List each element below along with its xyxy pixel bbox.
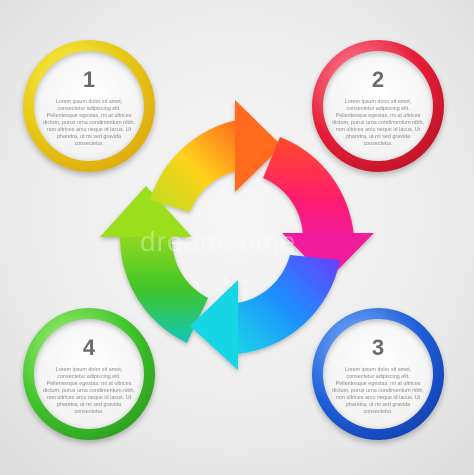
- step-4-panel: 4 Lorem ipsum dolor sit amet, consectetu…: [34, 319, 144, 429]
- arrow-red: [263, 137, 354, 237]
- arrow-blue-head: [190, 280, 238, 370]
- step-3-number: 3: [371, 335, 385, 360]
- step-2-badge: 2 Lorem ipsum dolor sit amet, consectetu…: [312, 40, 444, 172]
- step-1-panel: 1 Lorem ipsum dolor sit amet, consectetu…: [34, 51, 144, 161]
- arrow-green: [119, 237, 208, 343]
- arrow-yellow: [150, 120, 237, 212]
- step-4-text: Lorem ipsum dolor sit amet, consectetur …: [43, 367, 135, 415]
- step-1-text: Lorem ipsum dolor sit amet, consectetur …: [43, 99, 135, 147]
- arrow-yellow-head: [235, 100, 282, 192]
- watermark: dreamstime: [140, 226, 297, 257]
- step-4-number: 4: [82, 335, 96, 360]
- arrow-red-head: [282, 233, 374, 280]
- step-2-panel: 2 Lorem ipsum dolor sit amet, consectetu…: [323, 51, 433, 161]
- step-3-panel: 3 Lorem ipsum dolor sit amet, consectetu…: [323, 319, 433, 429]
- step-2-text: Lorem ipsum dolor sit amet, consectetur …: [332, 99, 424, 147]
- step-2-number: 2: [371, 67, 385, 92]
- step-1-badge: 1 Lorem ipsum dolor sit amet, consectetu…: [23, 40, 155, 172]
- arrow-blue: [237, 255, 340, 354]
- arrow-green-head: [100, 186, 192, 237]
- step-3-badge: 3 Lorem ipsum dolor sit amet, consectetu…: [312, 308, 444, 440]
- step-4-badge: 4 Lorem ipsum dolor sit amet, consectetu…: [23, 308, 155, 440]
- step-3-text: Lorem ipsum dolor sit amet, consectetur …: [332, 367, 424, 415]
- step-1-number: 1: [82, 67, 96, 92]
